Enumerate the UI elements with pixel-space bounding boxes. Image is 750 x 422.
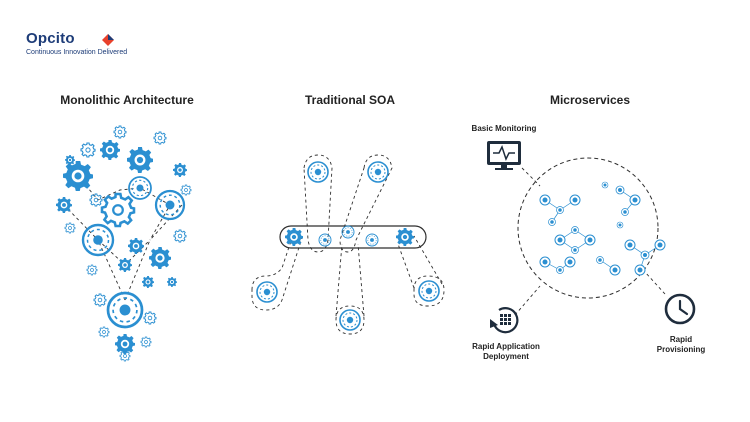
gear-icon xyxy=(128,238,144,254)
gear-outline-icon xyxy=(86,264,98,276)
service-node-icon xyxy=(629,194,641,206)
soa-service-capsules xyxy=(251,154,445,335)
gear-icon xyxy=(127,147,153,173)
service-node-icon xyxy=(601,181,609,189)
label-provisioning-line1: Rapid xyxy=(669,335,693,344)
service-node-icon xyxy=(571,246,579,254)
gear-icon xyxy=(65,155,75,165)
wheel-icon xyxy=(256,281,278,303)
gear-outline-icon xyxy=(173,229,187,243)
microservices-diagram xyxy=(487,141,696,334)
service-node-icon xyxy=(564,256,576,268)
gear-icon xyxy=(118,258,132,272)
gear-outline-icon xyxy=(93,293,107,307)
service-node-icon xyxy=(596,256,604,264)
wheel-icon xyxy=(418,280,440,302)
gear-icon xyxy=(396,228,414,246)
service-node-icon xyxy=(569,194,581,206)
wheel-icon xyxy=(106,291,144,329)
service-node-icon xyxy=(539,256,551,268)
wheel-icon xyxy=(318,233,332,247)
monitor-icon xyxy=(487,141,521,170)
service-node-icon xyxy=(616,221,624,229)
wheel-icon xyxy=(339,309,361,331)
label-rapid-provisioning: Rapid Provisioning xyxy=(646,335,716,355)
service-node-icon xyxy=(548,218,556,226)
service-node-icon xyxy=(539,194,551,206)
logo-wordmark: Opcito xyxy=(26,30,75,47)
label-basic-monitoring: Basic Monitoring xyxy=(471,124,537,133)
gear-outline-icon xyxy=(80,142,96,158)
gear-outline-icon xyxy=(180,184,192,196)
service-node-icon xyxy=(634,264,646,276)
gear-icon xyxy=(167,277,177,287)
gear-icon xyxy=(142,276,154,288)
logo: Opcito Continuous Innovation Delivered xyxy=(26,30,146,56)
wheel-icon xyxy=(154,189,186,221)
logo-diamond-icon xyxy=(102,34,114,46)
gear-outline-icon xyxy=(89,193,103,207)
monolith-connectors xyxy=(63,175,183,301)
service-node-icon xyxy=(654,239,666,251)
microservices-boundary xyxy=(517,157,659,299)
label-deployment-line2: Deployment xyxy=(483,352,529,361)
gear-icon xyxy=(149,247,171,269)
service-node-icon xyxy=(571,226,579,234)
service-node-icon xyxy=(621,208,629,216)
monolith-bulb xyxy=(56,125,192,362)
gear-outline-icon xyxy=(143,311,157,325)
gear-outline-icon xyxy=(113,125,127,139)
label-provisioning-line2: Provisioning xyxy=(656,345,706,354)
service-node-icon xyxy=(554,234,566,246)
gear-icon xyxy=(56,197,72,213)
service-node-icon xyxy=(615,185,625,195)
clock-icon xyxy=(664,293,696,325)
wheel-icon xyxy=(365,233,379,247)
gear-outline-icon xyxy=(153,131,167,145)
wheel-icon xyxy=(341,225,355,239)
gear-icon xyxy=(173,163,187,177)
gear-icon xyxy=(285,228,303,246)
label-rapid-application-deployment: Rapid Application Deployment xyxy=(460,342,552,362)
title-soa: Traditional SOA xyxy=(304,93,395,107)
logo-tagline: Continuous Innovation Delivered xyxy=(26,49,128,56)
gear-outline-icon xyxy=(100,192,136,228)
service-node-icon xyxy=(584,234,596,246)
service-node-icon xyxy=(556,206,564,214)
label-deployment-line1: Rapid Application xyxy=(472,342,540,351)
service-node-icon xyxy=(556,266,564,274)
gear-icon xyxy=(100,140,120,160)
title-microservices: Microservices xyxy=(549,93,631,107)
service-bus xyxy=(279,225,427,249)
wheel-icon xyxy=(367,161,389,183)
wheel-icon xyxy=(81,223,115,257)
gear-outline-icon xyxy=(64,222,76,234)
soa-diagram xyxy=(251,154,445,335)
gear-outline-icon xyxy=(98,326,110,338)
title-monolithic: Monolithic Architecture xyxy=(60,93,194,107)
gear-outline-icon xyxy=(140,336,152,348)
wheel-icon xyxy=(307,161,329,183)
service-node-icon xyxy=(609,264,621,276)
service-node-icon xyxy=(640,250,650,260)
gear-icon xyxy=(63,161,93,191)
service-node-icon xyxy=(624,239,636,251)
wheel-icon xyxy=(128,176,152,200)
deployment-icon xyxy=(490,307,519,334)
microservices-links xyxy=(514,167,666,316)
